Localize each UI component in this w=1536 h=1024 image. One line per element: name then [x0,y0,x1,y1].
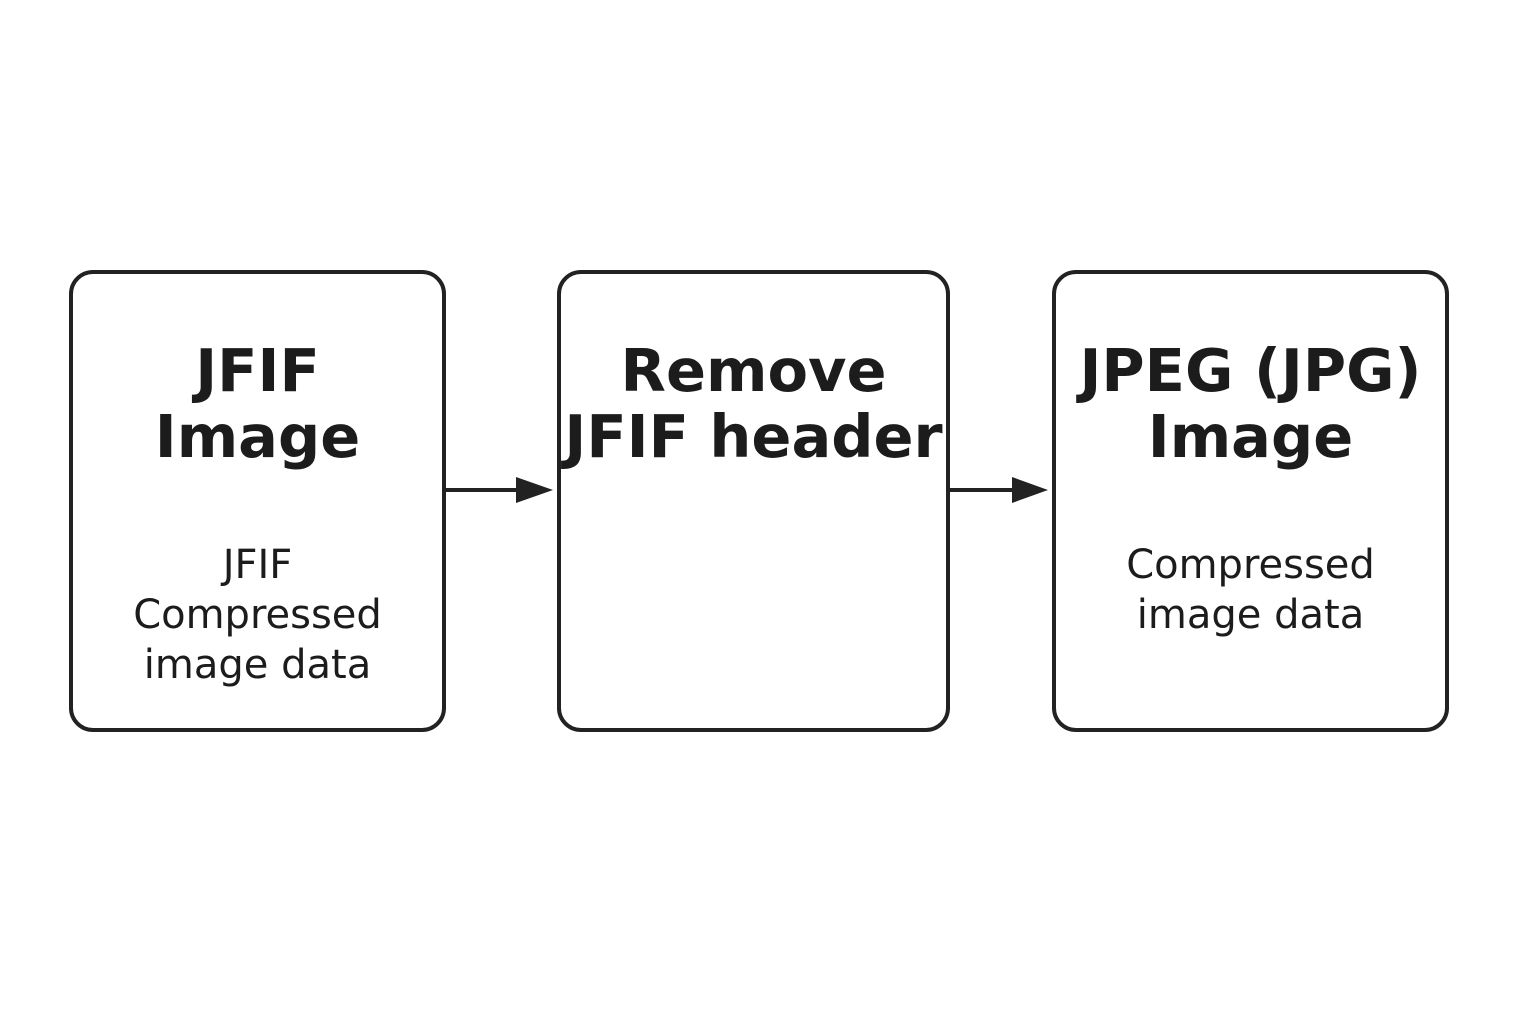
step-title: JFIF Image [73,338,442,470]
step-description-line: image data [143,642,372,688]
step-title: Remove JFIF header [561,338,946,470]
flow-arrow-2 [950,477,1048,503]
step-title-line: Image [1147,402,1354,471]
step-description-line: Compressed [133,592,382,638]
step-description: JFIF Compressed image data [73,540,442,690]
step-title-line: JFIF header [564,402,943,471]
arrow-head [1012,477,1048,503]
arrow-head [516,477,553,503]
step-box-jfif-image: JFIF Image JFIF Compressed image data [69,270,446,732]
step-title-line: JPEG (JPG) [1079,336,1422,405]
step-box-jpeg-image: JPEG (JPG) Image Compressed image data [1052,270,1449,732]
step-description: Compressed image data [1056,540,1445,640]
step-title-line: Remove [620,336,887,405]
step-title-line: JFIF [195,336,320,405]
step-title: JPEG (JPG) Image [1056,338,1445,470]
step-description-line: JFIF [222,542,293,588]
step-box-remove-jfif-header: Remove JFIF header [557,270,950,732]
flow-arrow-1 [446,477,553,503]
step-description-line: image data [1136,592,1365,638]
step-description-line: Compressed [1126,542,1375,588]
step-title-line: Image [154,402,361,471]
